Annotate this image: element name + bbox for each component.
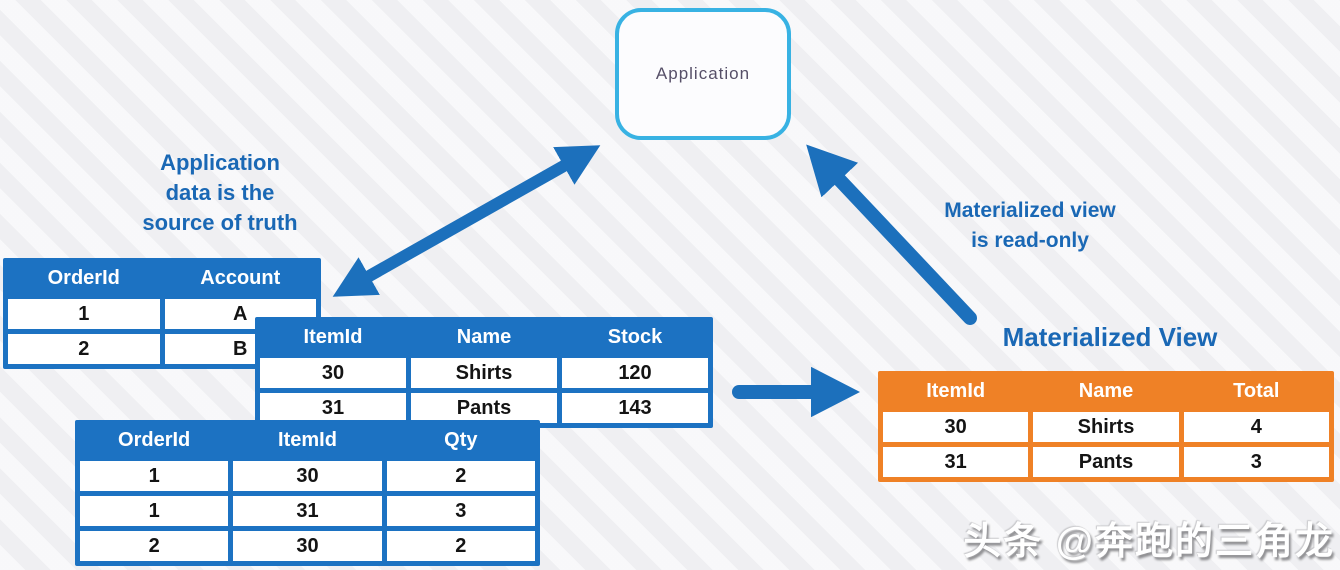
column-header: Qty xyxy=(444,429,478,451)
column-header: ItemId xyxy=(926,380,986,402)
read-only-arrow-icon xyxy=(806,144,977,325)
column-header: ItemId xyxy=(278,429,337,451)
table-row: 1 30 2 xyxy=(80,461,535,491)
bidirectional-sync-arrow-icon xyxy=(332,145,601,297)
table-row: 30 Shirts 4 xyxy=(883,412,1329,442)
read-only-label: Materialized view is read-only xyxy=(900,196,1160,256)
table-cell: 2 xyxy=(80,531,229,561)
source-of-truth-line2: data is the xyxy=(165,180,275,205)
table-header-row: ItemId Name Total xyxy=(883,376,1329,407)
table-cell: 30 xyxy=(260,358,406,388)
column-header: Account xyxy=(200,267,281,289)
table-cell: Pants xyxy=(1033,447,1179,477)
table-cell: Shirts xyxy=(1033,412,1179,442)
column-header: OrderId xyxy=(47,267,120,289)
table-row: 30 Shirts 120 xyxy=(260,358,708,388)
table-cell: 1 xyxy=(80,496,229,526)
application-box-label: Application xyxy=(655,64,751,83)
table-cell: 120 xyxy=(562,358,708,388)
table-cell: 1 xyxy=(80,461,229,491)
column-header: Stock xyxy=(607,326,663,348)
table-header-row: OrderId Account xyxy=(8,263,316,294)
table-cell: 2 xyxy=(8,334,160,364)
table-cell: Shirts xyxy=(411,358,557,388)
table-cell: 30 xyxy=(233,461,382,491)
source-of-truth-label: Application data is the source of truth xyxy=(85,148,355,238)
table-cell: 2 xyxy=(386,531,535,561)
table-cell: 31 xyxy=(233,496,382,526)
order-items-table: OrderId ItemId Qty 1 30 2 1 31 3 2 30 2 xyxy=(75,420,540,566)
read-only-line2: is read-only xyxy=(971,229,1089,252)
table-cell: 31 xyxy=(883,447,1029,477)
table-cell: 3 xyxy=(1183,447,1329,477)
table-cell: 3 xyxy=(386,496,535,526)
column-header: ItemId xyxy=(303,326,363,348)
table-cell: 31 xyxy=(260,393,406,423)
watermark-text: 头条 @奔跑的三角龙 xyxy=(963,521,1335,563)
table-header-row: ItemId Name Stock xyxy=(260,322,708,353)
table-row: 31 Pants 143 xyxy=(260,393,708,423)
table-cell: 30 xyxy=(883,412,1029,442)
items-table: ItemId Name Stock 30 Shirts 120 31 Pants… xyxy=(255,317,713,428)
source-of-truth-line1: Application xyxy=(160,150,280,175)
table-cell: 30 xyxy=(233,531,382,561)
materialized-view-table: ItemId Name Total 30 Shirts 4 31 Pants 3 xyxy=(878,371,1334,482)
column-header: Name xyxy=(456,326,512,348)
table-cell: 4 xyxy=(1183,412,1329,442)
materialized-view-title: Materialized View xyxy=(1002,322,1218,352)
table-cell: Pants xyxy=(411,393,557,423)
table-cell: 1 xyxy=(8,299,160,329)
column-header: Name xyxy=(1078,380,1134,402)
column-header: Total xyxy=(1233,380,1280,402)
read-only-line1: Materialized view xyxy=(944,199,1116,222)
source-of-truth-line3: source of truth xyxy=(142,210,298,235)
application-box: Application xyxy=(615,8,791,140)
table-row: 2 30 2 xyxy=(80,531,535,561)
column-header: OrderId xyxy=(118,429,191,451)
table-cell: 143 xyxy=(562,393,708,423)
table-row: 1 A xyxy=(8,299,316,329)
table-header-row: OrderId ItemId Qty xyxy=(80,425,535,456)
table-row: 1 31 3 xyxy=(80,496,535,526)
table-cell: 2 xyxy=(386,461,535,491)
table-row: 31 Pants 3 xyxy=(883,447,1329,477)
